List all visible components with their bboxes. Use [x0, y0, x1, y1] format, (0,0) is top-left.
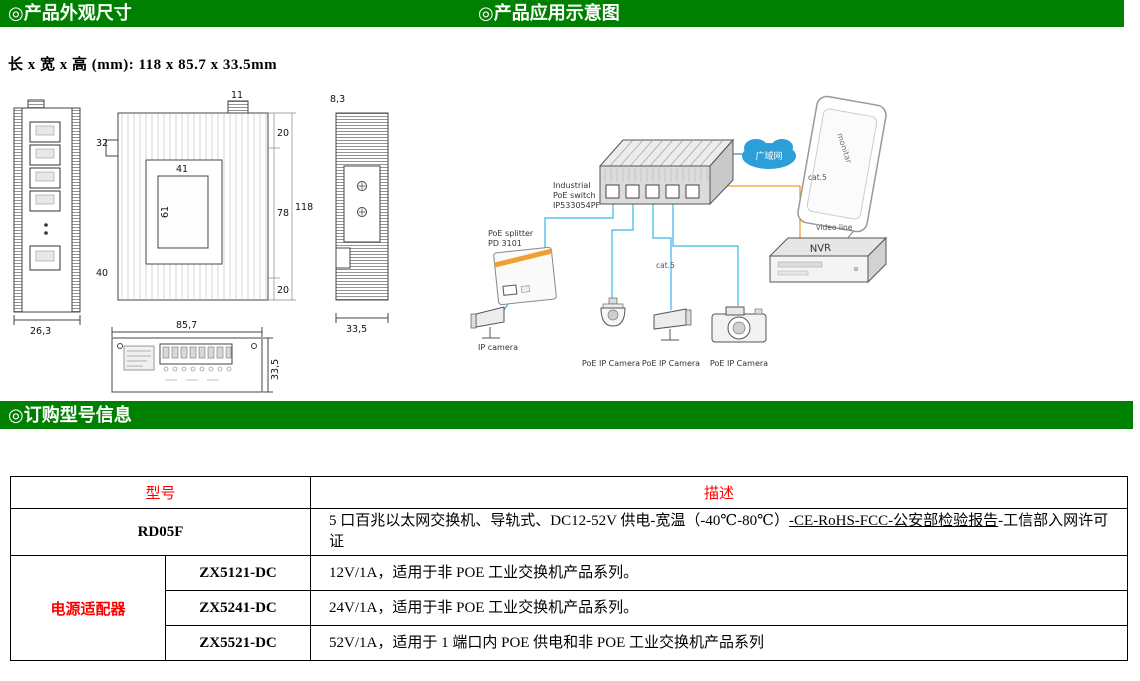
top-header-bar: ◎产品外观尺寸 ◎产品应用示意图 — [0, 0, 1124, 27]
dim-total-height: 118 — [295, 202, 313, 213]
poe-splitter — [493, 246, 557, 306]
dim-right-top: 20 — [277, 128, 289, 139]
section-title-appearance: ◎产品外观尺寸 — [8, 3, 132, 23]
dim-inner-height: 61 — [160, 206, 171, 218]
ip-camera — [470, 306, 505, 339]
dome-camera — [600, 297, 626, 327]
switch-label-line1: Industrial — [553, 181, 591, 190]
model-cell-zx5121: ZX5121-DC — [164, 555, 312, 591]
table-header-row: 型号 描述 — [9, 476, 1128, 509]
description-cell-zx5121: 12V/1A，适用于非 POE 工业交换机产品系列。 — [310, 555, 1128, 591]
ordering-table: 型号 描述 RD05F 5 口百兆以太网交换机、导轨式、DC12-52V 供电-… — [9, 476, 1128, 661]
video-line-label: video line — [816, 223, 853, 232]
description-cell-zx5241: 24V/1A，适用于非 POE 工业交换机产品系列。 — [310, 590, 1128, 626]
cloud-label: 广域网 — [755, 150, 782, 162]
model-cell-zx5521: ZX5521-DC — [164, 625, 312, 661]
adapter-group-cell: 电源适配器 — [10, 555, 166, 661]
table-row-zx5121: 电源适配器 ZX5121-DC 12V/1A，适用于非 POE 工业交换机产品系… — [10, 555, 1128, 661]
dimension-drawings: 26,3 41 61 11 20 78 20 118 32 40 — [13, 90, 389, 393]
model-cell-rd05f: RD05F — [9, 508, 312, 556]
dim-right-mid: 78 — [277, 208, 289, 219]
description-text-underlined: -CE-RoHS-FCC-公安部检验报告 — [788, 513, 999, 529]
dslr-camera — [711, 306, 767, 343]
front-view: 26,3 — [13, 99, 81, 337]
description-cell-rd05f: 5 口百兆以太网交换机、导轨式、DC12-52V 供电-宽温（-40℃-80℃）… — [310, 508, 1128, 556]
dim-top-tab: 11 — [231, 90, 243, 101]
table-row-zx5241: ZX5241-DC 24V/1A，适用于非 POE 工业交换机产品系列。 — [11, 590, 1128, 626]
table-row-zx5521: ZX5521-DC 52V/1A，适用于 1 端口内 POE 供电和非 POE … — [11, 625, 1128, 661]
section-title-ordering: ◎订购型号信息 — [8, 405, 132, 425]
switch-label-line2: PoE switch — [553, 191, 596, 200]
main-view: 41 61 11 20 78 20 118 32 40 — [96, 90, 313, 301]
dim-side-depth: 33,5 — [346, 324, 367, 335]
switch-label-line3: IP533054PF — [553, 201, 601, 210]
poe-camera-label-3: PoE IP Camera — [710, 359, 768, 368]
poe-camera-label-1: PoE IP Camera — [582, 359, 640, 368]
wan-cloud: 广域网 — [742, 139, 796, 169]
nvr-label: NVR — [810, 243, 832, 255]
ip-camera-label: IP camera — [478, 343, 518, 352]
model-cell-zx5241: ZX5241-DC — [164, 590, 312, 626]
side-view: 8,3 33,5 — [330, 94, 389, 335]
poe-camera-label-2: PoE IP Camera — [642, 359, 700, 368]
dim-side-top: 8,3 — [330, 94, 345, 105]
monitor — [797, 95, 887, 233]
application-diagram: Industrial PoE switch IP533054PF 广域网 mon… — [470, 95, 888, 368]
dim-front-width: 26,3 — [30, 326, 51, 337]
ordering-header-bar: ◎订购型号信息 — [0, 401, 1133, 429]
splitter-label-line2: PD 3101 — [488, 239, 522, 248]
splitter-label-line1: PoE splitter — [488, 229, 534, 238]
bottom-view: 85,7 33,5 — [111, 320, 281, 393]
section-title-application: ◎产品应用示意图 — [478, 3, 620, 23]
dim-right-bottom: 20 — [277, 285, 289, 296]
dim-left-bottom: 40 — [96, 268, 108, 279]
poe-switch — [598, 138, 735, 206]
model-column-header: 型号 — [9, 476, 312, 509]
dim-left-top: 32 — [96, 138, 108, 149]
bullet-camera — [653, 308, 692, 341]
cat5-label-mid: cat.5 — [656, 261, 675, 270]
description-column-header: 描述 — [310, 476, 1128, 509]
description-cell-zx5521: 52V/1A，适用于 1 端口内 POE 供电和非 POE 工业交换机产品系列 — [310, 625, 1128, 661]
description-text-pre: 5 口百兆以太网交换机、导轨式、DC12-52V 供电-宽温（-40℃-80℃） — [329, 513, 789, 529]
dim-inner-width: 41 — [176, 164, 188, 175]
dimensions-text: 长 x 宽 x 高 (mm): 118 x 85.7 x 33.5mm — [8, 57, 278, 73]
description-text-post: -工信部入网许可证 — [329, 513, 1109, 550]
cat5-label-right: cat.5 — [808, 173, 827, 182]
nvr: NVR — [768, 236, 888, 284]
dim-bottom-width: 85,7 — [176, 320, 197, 331]
table-row-rd05f: RD05F 5 口百兆以太网交换机、导轨式、DC12-52V 供电-宽温（-40… — [9, 508, 1128, 556]
dim-bottom-height: 33,5 — [270, 359, 281, 380]
